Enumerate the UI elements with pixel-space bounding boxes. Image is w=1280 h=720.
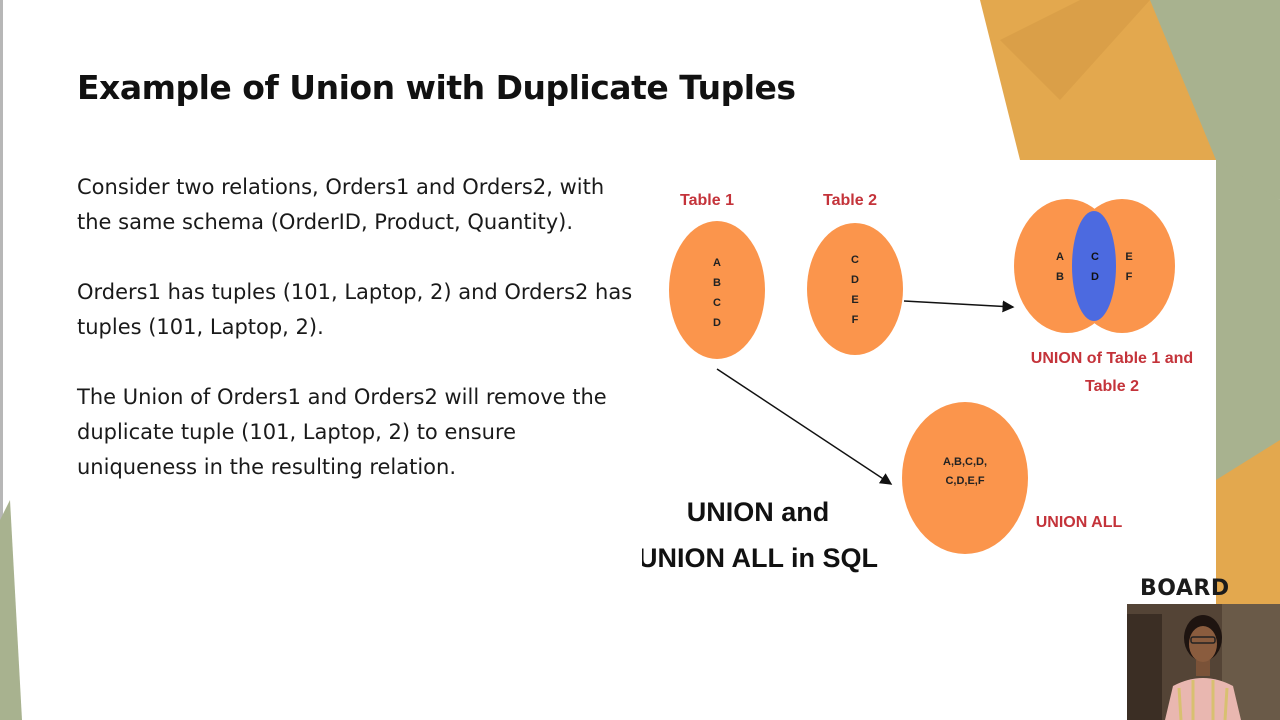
slide-accent-green-bottom-left — [0, 500, 22, 720]
union-all-values: A,B,C,D, — [943, 456, 987, 468]
paragraph-relations: Consider two relations, Orders1 and Orde… — [77, 175, 605, 234]
venn-middle-item: C — [1091, 251, 1099, 263]
union-diagram-image: Table 1 A B C D Table 2 C D E F A B C D … — [642, 160, 1216, 600]
webcam-door — [1127, 614, 1162, 720]
table1-item: A — [713, 257, 721, 269]
table2-item: D — [851, 274, 859, 286]
union-all-values: C,D,E,F — [945, 475, 984, 487]
venn-right-item: F — [1126, 271, 1133, 283]
table1-circle — [669, 221, 765, 359]
board-logo: BOARD — [1140, 576, 1230, 601]
table2-item: C — [851, 254, 859, 266]
presenter-glasses — [1190, 636, 1216, 644]
presenter-stripes — [1177, 680, 1229, 720]
slide-accent-gold-edge — [1000, 0, 1150, 100]
venn-left-item: B — [1056, 271, 1064, 283]
union-caption: UNION of Table 1 and — [1031, 350, 1193, 367]
union-all-circle — [902, 402, 1028, 554]
table1-label: Table 1 — [680, 192, 734, 209]
union-all-label: UNION ALL — [1036, 514, 1123, 531]
arrow-to-union — [903, 300, 1015, 313]
union-caption: Table 2 — [1085, 378, 1139, 395]
paragraph-tuples: Orders1 has tuples (101, Laptop, 2) and … — [77, 280, 633, 339]
venn-right-item: E — [1125, 251, 1132, 263]
table1-item: C — [713, 297, 721, 309]
table2-item: F — [852, 314, 859, 326]
table1-item: B — [713, 277, 721, 289]
slide-accent-gold-right — [1216, 440, 1280, 604]
presenter-webcam — [1127, 604, 1280, 720]
paragraph-union-result: The Union of Orders1 and Orders2 will re… — [77, 385, 607, 479]
slide-title: Example of Union with Duplicate Tuples — [77, 68, 796, 107]
venn-left-item: A — [1056, 251, 1064, 263]
table2-item: E — [851, 294, 858, 306]
venn-overlap — [1072, 211, 1116, 321]
table2-circle — [807, 223, 903, 355]
venn-middle-item: D — [1091, 271, 1099, 283]
diagram-heading: UNION and — [687, 497, 830, 527]
diagram-heading: UNION ALL in SQL — [642, 543, 878, 573]
table2-label: Table 2 — [823, 192, 877, 209]
table1-item: D — [713, 317, 721, 329]
slide-body: Consider two relations, Orders1 and Orde… — [77, 170, 637, 520]
arrow-to-union-all — [716, 368, 893, 485]
presenter-face — [1189, 626, 1217, 662]
presenter-body — [1165, 678, 1241, 720]
presenter-neck — [1196, 660, 1210, 676]
